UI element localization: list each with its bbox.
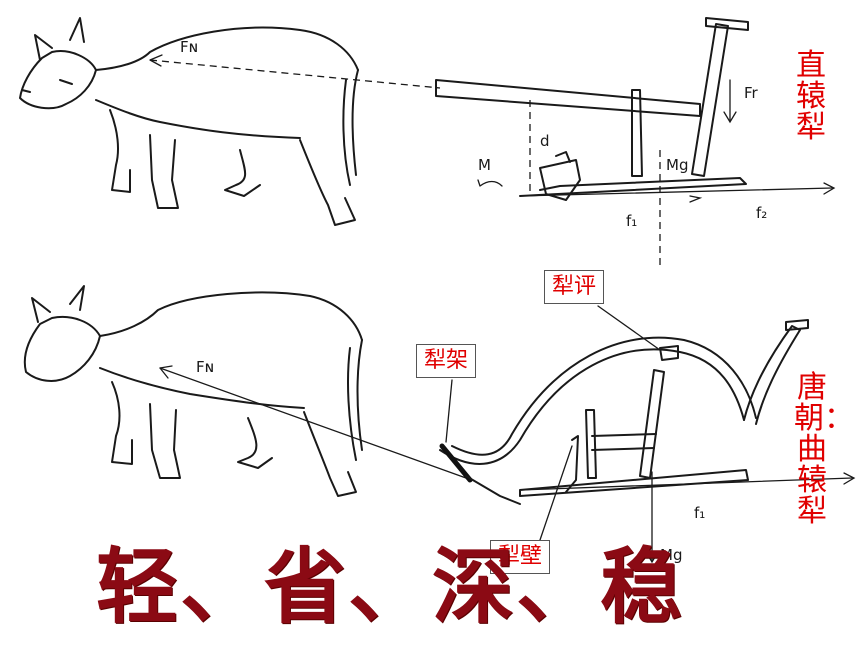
curved-plow bbox=[439, 319, 809, 505]
gravity-label-top: Mg bbox=[666, 156, 688, 174]
angle-label: d bbox=[540, 132, 550, 150]
ox-top-illustration bbox=[19, 17, 359, 226]
pull-force-arrowhead-top bbox=[149, 54, 163, 67]
leader-plow-frame bbox=[445, 379, 453, 443]
pull-force-line-bottom bbox=[159, 367, 467, 479]
straight-plow bbox=[435, 17, 749, 201]
friction-axis-bottom bbox=[519, 477, 853, 491]
gravity-label-bottom: Mg bbox=[660, 546, 682, 564]
pull-force-arrowhead-bottom bbox=[159, 365, 173, 379]
torque-arrow bbox=[477, 179, 503, 187]
callout-plow-adjust: 犁评 bbox=[544, 270, 605, 304]
title-curved-plow: 唐朝：曲辕犁 bbox=[794, 370, 854, 529]
pull-force-line-top bbox=[149, 59, 441, 89]
title-straight-plow: 直辕犁 bbox=[796, 48, 826, 145]
gravity-arrowhead-bottom bbox=[645, 551, 659, 564]
friction2-label-top: f₂ bbox=[756, 204, 767, 222]
friction-arrowhead-top bbox=[823, 182, 836, 195]
friction1-arrowhead-top bbox=[689, 195, 703, 203]
friction-arrowhead-bottom bbox=[843, 472, 856, 485]
friction-axis-top bbox=[519, 187, 833, 197]
torque-label: M bbox=[478, 156, 491, 174]
callout-plow-frame: 犁架 bbox=[416, 344, 477, 378]
pull-force-label-top: Fɴ bbox=[180, 38, 198, 56]
pull-force-label-bottom: Fɴ bbox=[196, 358, 214, 376]
slogan-text: 轻、省、深、稳 bbox=[96, 539, 685, 635]
leader-plow-wall bbox=[539, 445, 573, 541]
friction1-label-bottom: f₁ bbox=[694, 504, 705, 522]
leader-plow-adjust bbox=[597, 305, 661, 351]
ox-bottom-illustration bbox=[23, 285, 363, 497]
resist-force-label: Fr bbox=[744, 84, 759, 102]
callout-plow-wall: 犁壁 bbox=[490, 540, 551, 574]
friction1-label-top: f₁ bbox=[626, 212, 637, 230]
resist-force-arrowhead bbox=[723, 111, 737, 124]
